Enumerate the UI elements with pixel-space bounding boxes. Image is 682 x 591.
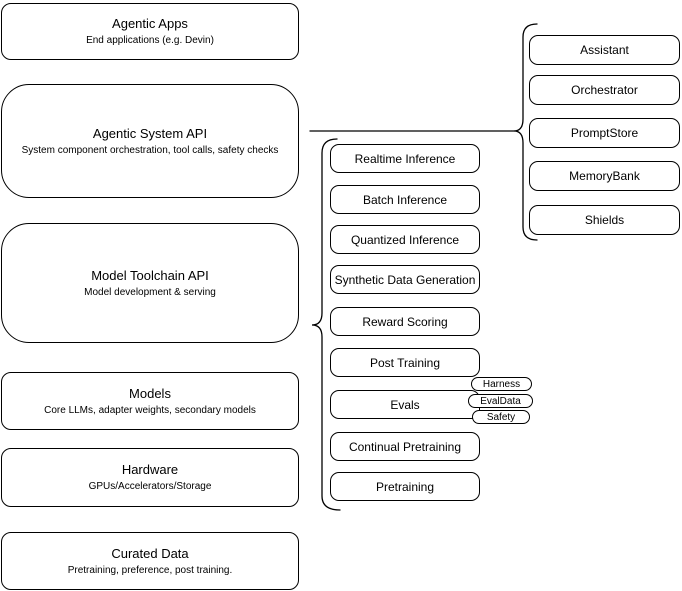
box-label: Realtime Inference: [354, 151, 456, 166]
box-assistant: Assistant: [529, 35, 680, 65]
box-subtitle: Core LLMs, adapter weights, secondary mo…: [44, 404, 256, 416]
box-model-toolchain-api: Model Toolchain API Model development & …: [1, 223, 299, 343]
box-subtitle: End applications (e.g. Devin): [86, 35, 214, 46]
box-models: Models Core LLMs, adapter weights, secon…: [1, 372, 299, 430]
box-evals: Evals: [330, 390, 480, 419]
box-title: Agentic Apps: [112, 16, 188, 31]
box-title: Hardware: [121, 462, 179, 477]
box-orchestrator: Orchestrator: [529, 75, 680, 105]
box-subtitle: System component orchestration, tool cal…: [21, 144, 279, 156]
pill-harness: Harness: [471, 377, 532, 391]
box-label: Post Training: [369, 355, 441, 370]
box-label: MemoryBank: [569, 169, 640, 183]
box-pretraining: Pretraining: [330, 472, 480, 501]
box-promptstore: PromptStore: [529, 118, 680, 148]
pill-safety: Safety: [472, 410, 530, 424]
pill-label: Safety: [486, 411, 516, 423]
box-memorybank: MemoryBank: [529, 161, 680, 191]
box-curated-data: Curated Data Pretraining, preference, po…: [1, 532, 299, 590]
box-quantized-inference: Quantized Inference: [330, 225, 480, 254]
box-agentic-system-api: Agentic System API System component orch…: [1, 84, 299, 198]
box-title: Model Toolchain API: [91, 267, 209, 283]
box-label: Continual Pretraining: [348, 439, 462, 454]
box-subtitle: Pretraining, preference, post training.: [67, 564, 233, 576]
box-hardware: Hardware GPUs/Accelerators/Storage: [1, 448, 299, 507]
box-continual-pretraining: Continual Pretraining: [330, 432, 480, 461]
box-realtime-inference: Realtime Inference: [330, 144, 480, 173]
box-label: Batch Inference: [362, 192, 448, 207]
pill-label: Harness: [482, 378, 521, 390]
box-shields: Shields: [529, 205, 680, 235]
pill-evaldata: EvalData: [468, 394, 533, 408]
box-label: Reward Scoring: [362, 314, 448, 329]
box-agentic-apps: Agentic Apps End applications (e.g. Devi…: [1, 3, 299, 60]
box-title: Models: [129, 385, 171, 401]
box-subtitle: GPUs/Accelerators/Storage: [88, 481, 212, 492]
box-label: PromptStore: [570, 126, 639, 140]
box-batch-inference: Batch Inference: [330, 185, 480, 214]
toolchain-components-brace: [311, 138, 341, 511]
box-label: Shields: [584, 213, 625, 227]
box-label: Pretraining: [375, 479, 435, 494]
box-label: Evals: [390, 397, 420, 412]
box-post-training: Post Training: [330, 348, 480, 377]
box-reward-scoring: Reward Scoring: [330, 307, 480, 336]
box-label: Orchestrator: [571, 83, 638, 97]
pill-label: EvalData: [480, 395, 521, 407]
box-title: Curated Data: [111, 545, 189, 561]
system-components-brace: [513, 23, 538, 241]
box-synthetic-data-generation: Synthetic Data Generation: [330, 265, 480, 294]
box-label: Synthetic Data Generation: [334, 272, 476, 287]
box-label: Assistant: [580, 43, 629, 57]
box-label: Quantized Inference: [350, 232, 460, 247]
box-title: Agentic System API: [92, 125, 208, 141]
box-subtitle: Model development & serving: [84, 286, 216, 298]
